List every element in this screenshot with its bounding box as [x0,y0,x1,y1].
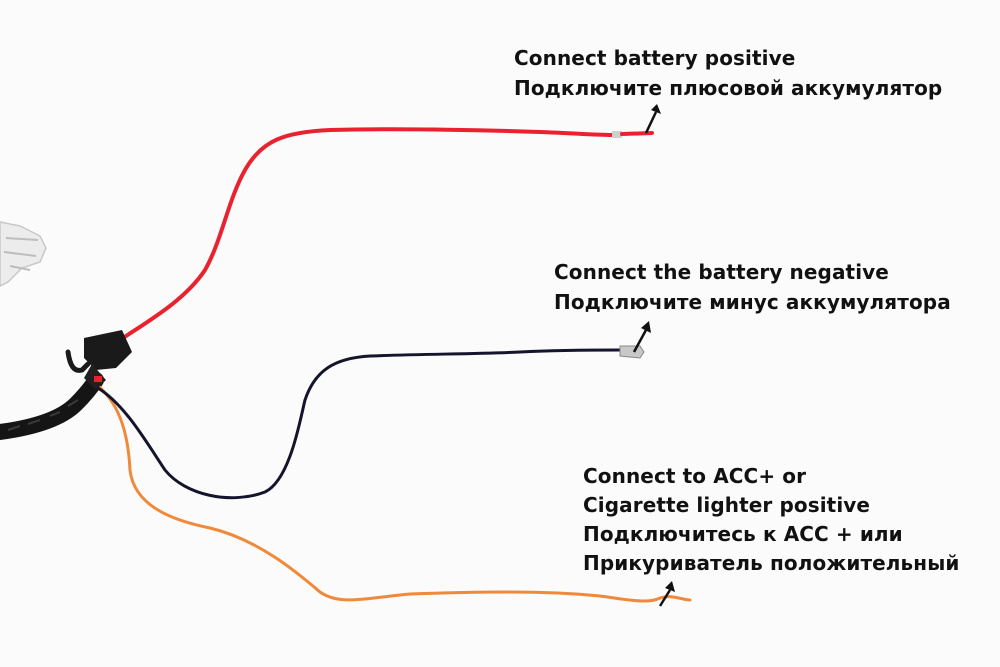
arrow-positive-icon [644,104,661,134]
label-battery-negative-en: Connect the battery negative [554,260,889,284]
label-battery-negative: Connect the battery negative Подключите … [554,257,951,317]
label-acc: Connect to ACC+ or Cigarette lighter pos… [583,462,960,578]
fuse-holder [65,330,132,390]
orange-acc-wire [94,382,692,603]
label-acc-ru-line1: Подключитесь к ACC + или [583,522,903,546]
label-acc-ru-line2: Прикуриватель положительный [583,551,960,575]
arrow-negative-icon [632,321,651,353]
label-battery-positive-en: Connect battery positive [514,46,796,70]
black-negative-wire [96,348,622,500]
negative-terminal [619,345,645,359]
connector-plug [0,221,47,287]
red-positive-wire [118,127,614,342]
label-battery-positive: Connect battery positive Подключите плюс… [514,43,942,103]
label-battery-negative-ru: Подключите минус аккумулятора [554,290,951,314]
label-battery-positive-ru: Подключите плюсовой аккумулятор [514,76,943,100]
main-harness [0,372,104,440]
label-acc-en-line1: Connect to ACC+ or [583,464,807,488]
arrow-acc-icon [658,581,675,607]
positive-wire-tip [612,131,622,138]
label-acc-en-line2: Cigarette lighter positive [583,493,871,517]
